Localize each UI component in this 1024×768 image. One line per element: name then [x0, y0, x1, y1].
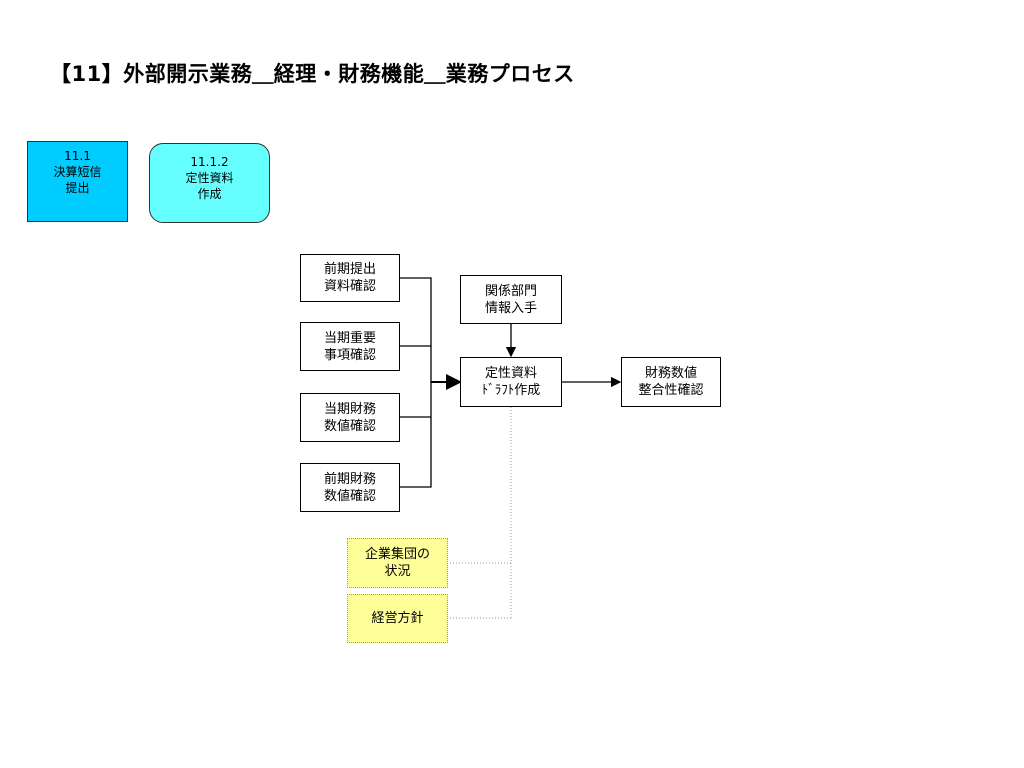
- step-consistency-check[interactable]: 財務数値 整合性確認: [621, 357, 721, 407]
- step-current-key-items-check[interactable]: 当期重要 事項確認: [300, 322, 400, 371]
- phase-box-11-1[interactable]: 11.1 決算短信 提出: [27, 141, 128, 222]
- connector-check-1: [399, 277, 432, 488]
- input-management-policy[interactable]: 経営方針: [347, 594, 448, 643]
- step-current-financial-check[interactable]: 当期財務 数値確認: [300, 393, 400, 442]
- step-department-info[interactable]: 関係部門 情報入手: [460, 275, 562, 324]
- phase-box-11-1-2[interactable]: 11.1.2 定性資料 作成: [149, 143, 270, 223]
- step-prior-submission-check[interactable]: 前期提出 資料確認: [300, 254, 400, 302]
- input-corporate-group-status[interactable]: 企業集団の 状況: [347, 538, 448, 588]
- step-prior-financial-check[interactable]: 前期財務 数値確認: [300, 463, 400, 512]
- step-draft-creation[interactable]: 定性資料 ﾄﾞﾗﾌﾄ作成: [460, 357, 562, 407]
- page-title: 【11】外部開示業務＿経理・財務機能＿業務プロセス: [50, 62, 575, 86]
